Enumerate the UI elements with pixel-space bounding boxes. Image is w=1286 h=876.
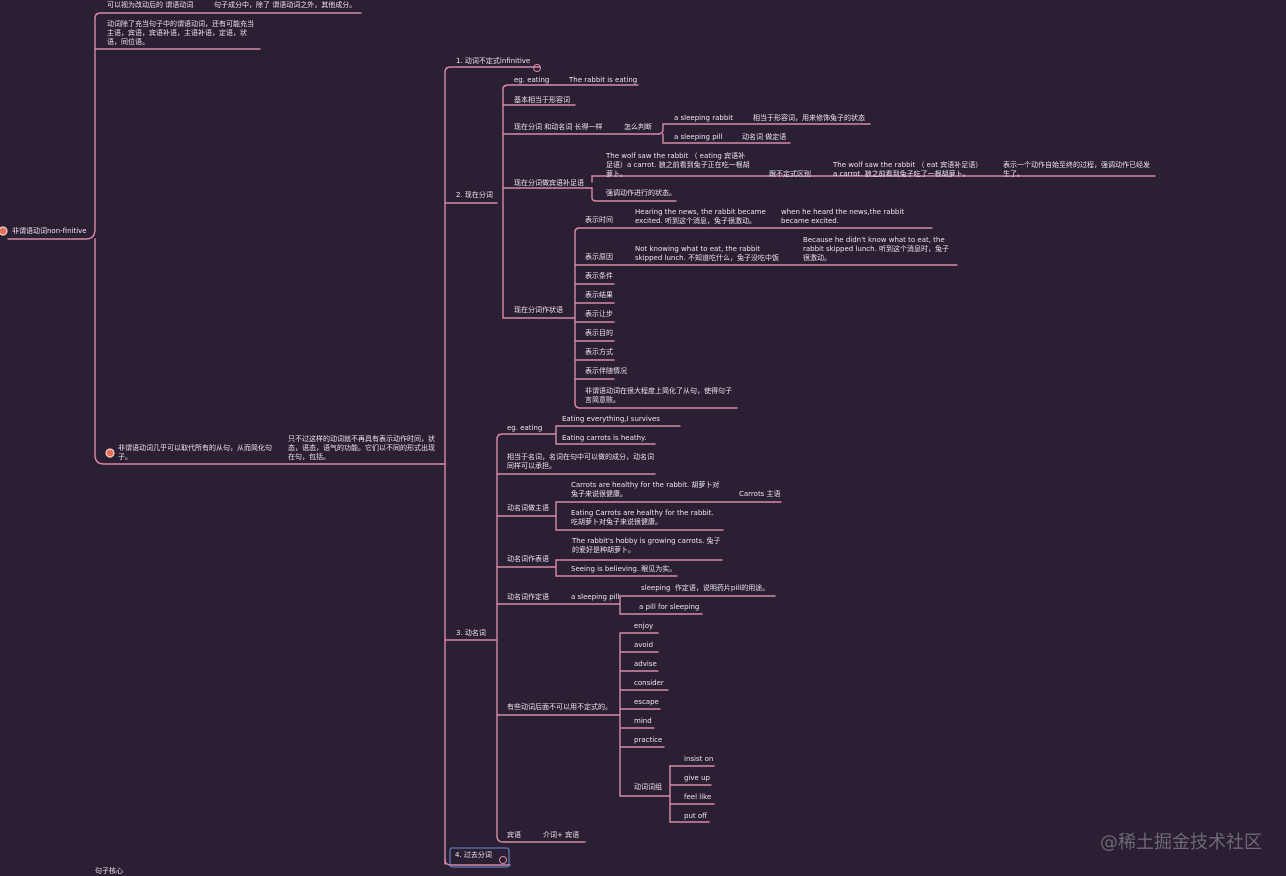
participle-eg-sentence[interactable]: The rabbit is eating [569,76,638,84]
offscreen-topic[interactable]: 句子核心 [95,867,123,875]
adverbial-reason[interactable]: 表示原因 [585,253,613,261]
reason-example[interactable]: Not knowing what to eat, the rabbit skip… [635,245,780,262]
participle-adverbial[interactable]: 现在分词作状语 [514,306,563,314]
adverbial-time[interactable]: 表示时间 [585,216,613,224]
predicative-example-1[interactable]: The rabbit's hobby is growing carrots. 兔… [572,537,721,554]
wolf-eat[interactable]: The wolf saw the rabbit （ eat 宾语补足语）a ca… [833,161,983,178]
verb-escape[interactable]: escape [634,698,659,706]
replace-detail[interactable]: 只不过这样的动词就不再具有表示动作时间，状态，语态，语气的功能。它们以不同的形式… [288,435,435,461]
verb-enjoy[interactable]: enjoy [634,622,654,630]
summary-marker-icon [105,448,115,458]
root-topic[interactable]: 非谓语动词non-finitive [12,227,87,235]
gerund-eg[interactable]: eg. eating [507,424,543,432]
adverbial-concession[interactable]: 表示让步 [585,310,613,318]
phrase-title[interactable]: 动词词组 [634,783,662,791]
collapse-toggle-icon-2 [499,856,507,864]
adverbial-accompany[interactable]: 表示伴随情况 [585,367,627,375]
verb-practice[interactable]: practice [634,736,663,744]
attr-sleeping-pill[interactable]: a sleeping pill [571,593,620,601]
verb-avoid[interactable]: avoid [634,641,654,649]
intro-note[interactable]: 动词除了充当句子中的谓语动词，还有可能充当主语，宾语，宾语补语，主语补语，定语，… [107,20,254,46]
wolf-eating[interactable]: The wolf saw the rabbit （ eating 宾语补足语）a… [606,152,750,178]
gerund-eg-sentence1[interactable]: Eating everything,I survives [562,415,660,423]
intro-topic-detail[interactable]: 句子成分中，除了 谓语动词之外，其他成分。 [214,1,357,9]
gerund-object-detail[interactable]: 介词+ 宾语 [543,831,580,839]
wolf-eat-note[interactable]: 表示一个动作自始至终的过程，强调动作已经发生了。 [1003,161,1150,178]
phrase-put-off[interactable]: put off [684,812,707,820]
reason-clause[interactable]: Because he didn't know what to eat, the … [803,236,950,262]
predicative-example-2[interactable]: Seeing is believing. 眼见为实。 [571,565,677,573]
attr-sleeping-pill-note[interactable]: sleeping 作定语，说明药片pill的用途。 [641,584,770,592]
watermark: @稀土掘金技术社区 [1100,832,1262,853]
replace-note[interactable]: 非谓语动词几乎可以取代所有的从句，从而简化句子。 [118,444,272,461]
branch-past-participle[interactable]: 4. 过去分词 [455,851,492,859]
diff-infinitive[interactable]: 跟不定式区别 [769,170,811,178]
verb-consider[interactable]: consider [634,679,664,687]
adverbial-purpose[interactable]: 表示目的 [585,329,613,337]
gerund-attributive[interactable]: 动名词作定语 [507,593,549,601]
gerund-predicative[interactable]: 动名词作表语 [507,555,549,563]
participle-how-judge[interactable]: 怎么判断 [624,123,652,131]
participle-adj-like[interactable]: 基本相当于形容词 [514,96,570,104]
progress-note[interactable]: 强调动作进行的状态。 [606,189,676,197]
branch-gerund[interactable]: 3. 动名词 [456,629,486,637]
sleeping-rabbit-note[interactable]: 相当于形容词，用来修饰兔子的状态 [753,114,865,122]
gerund-object[interactable]: 宾语 [507,831,521,839]
selection-box [449,847,510,868]
phrase-give-up[interactable]: give up [684,774,710,782]
sleeping-pill[interactable]: a sleeping pill [674,133,723,141]
subject-example-1-note[interactable]: Carrots 主语 [739,490,781,498]
intro-topic[interactable]: 可以视为改动后的 谓语动词 [107,1,194,9]
attr-pill-for-sleeping[interactable]: a pill for sleeping [639,603,700,611]
simplify-note[interactable]: 非谓语动词在很大程度上简化了从句，使得句子言简意赅。 [585,387,732,404]
participle-complement[interactable]: 现在分词做宾语补足语 [514,179,584,187]
sleeping-rabbit[interactable]: a sleeping rabbit [674,114,733,122]
subject-example-2[interactable]: Eating Carrots are healthy for the rabbi… [571,509,714,526]
sleeping-pill-note[interactable]: 动名词 做定语 [742,133,787,141]
verb-mind[interactable]: mind [634,717,652,725]
adverbial-manner[interactable]: 表示方式 [585,348,613,356]
adverbial-condition[interactable]: 表示条件 [585,272,613,280]
phrase-feel-like[interactable]: feel like [684,793,712,801]
branch-infinitive[interactable]: 1. 动词不定式infinitive [456,57,531,65]
time-clause[interactable]: when he heard the news,the rabbit became… [781,208,905,225]
gerund-eg-sentence2[interactable]: Eating carrots is heathy. [562,434,647,442]
gerund-noun-like[interactable]: 相当于名词，名词在句中可以做的成分，动名词同样可以承担。 [507,453,654,470]
gerund-subject[interactable]: 动名词做主语 [507,504,549,512]
phrase-insist-on[interactable]: insist on [684,755,714,763]
subject-example-1[interactable]: Carrots are healthy for the rabbit. 胡萝卜对… [571,481,720,498]
time-example[interactable]: Hearing the news, the rabbit became exci… [635,208,766,225]
branch-present-participle[interactable]: 2. 现在分词 [456,191,493,199]
adverbial-result[interactable]: 表示结果 [585,291,613,299]
participle-same-form[interactable]: 现在分词 和动名词 长得一样 [514,123,603,131]
gerund-verbs-title[interactable]: 有些动词后面不可以用不定式的。 [507,703,612,711]
verb-advise[interactable]: advise [634,660,657,668]
participle-eg[interactable]: eg. eating [514,76,550,84]
root-marker-icon [0,226,8,236]
collapse-toggle-icon [533,64,541,72]
